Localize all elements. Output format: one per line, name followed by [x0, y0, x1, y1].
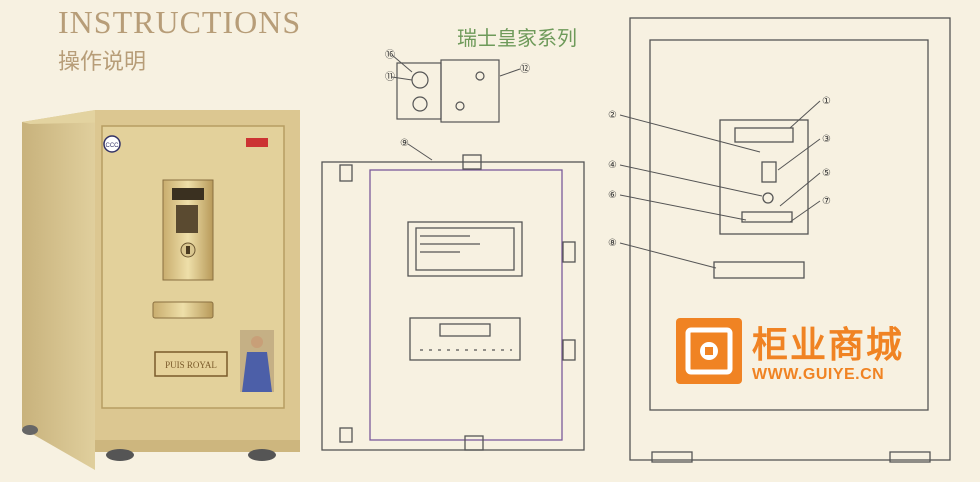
callout-3: ③: [822, 134, 831, 145]
callout-8: ⑧: [608, 238, 617, 249]
brand-url: WWW.GUIYE.CN: [752, 366, 885, 383]
callout-12: ⑫: [520, 63, 530, 75]
callout-6: ⑥: [608, 190, 617, 201]
nameplate-text: PUIS ROYAL: [165, 360, 217, 370]
ccc-badge-label: CCC: [106, 143, 120, 149]
callout-1: ①: [822, 96, 831, 107]
safe-photo: CCC PUIS ROYAL: [22, 110, 300, 470]
callout-2: ②: [608, 110, 617, 121]
callout-11: ⑪: [385, 71, 395, 83]
safe-front-diagram: [321, 154, 585, 451]
title-english: INSTRUCTIONS: [58, 4, 302, 40]
key-panel-diagram: [396, 59, 500, 123]
ccc-badge-icon: [103, 135, 121, 153]
title-chinese: 操作说明: [58, 50, 147, 75]
brand-logo-icon: [676, 318, 742, 384]
series-name: 瑞士皇家系列: [457, 26, 577, 50]
status-led-icon: [246, 138, 268, 147]
callout-4: ④: [608, 160, 617, 171]
nameplate: [154, 351, 228, 377]
handle-icon: [152, 301, 214, 319]
callout-16: ⑯: [385, 49, 395, 61]
callout-9: ⑨: [400, 138, 409, 149]
brand-name: 柜业商城: [752, 325, 905, 366]
callout-5: ⑤: [822, 168, 831, 179]
safe-interior-diagram: [629, 17, 951, 463]
callout-7: ⑦: [822, 196, 831, 207]
